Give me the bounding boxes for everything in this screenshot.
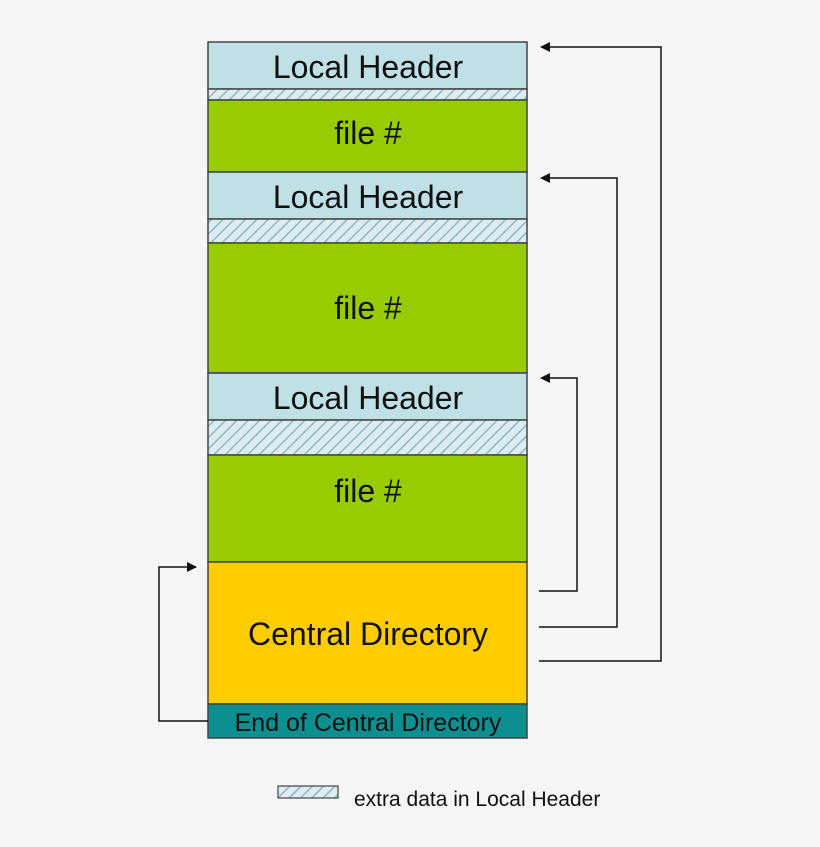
block-file-1: file # <box>207 99 528 173</box>
local-header-label-1: Local Header <box>273 49 464 85</box>
block-local-header-2: Local Header <box>207 171 528 220</box>
end-of-central-directory-label: End of Central Directory <box>235 709 502 737</box>
arrow-cd-to-local-header-2 <box>539 173 618 628</box>
local-header-label-3: Local Header <box>273 380 464 416</box>
file-label-1: file # <box>334 115 402 151</box>
block-central-directory: Central Directory <box>207 561 528 705</box>
local-header-label-2: Local Header <box>273 179 464 215</box>
legend-label: extra data in Local Header <box>354 788 600 811</box>
block-file-3: file # <box>207 454 528 563</box>
block-extra-data-3 <box>207 419 528 456</box>
block-local-header-1: Local Header <box>207 41 528 90</box>
file-label-2: file # <box>334 290 402 326</box>
central-directory-label: Central Directory <box>248 616 488 652</box>
legend-hatch-swatch <box>277 785 339 799</box>
arrow-eocd-to-central-directory <box>158 562 208 722</box>
file-label-3: file # <box>334 473 402 509</box>
block-local-header-3: Local Header <box>207 372 528 421</box>
arrow-cd-to-local-header-1 <box>539 42 662 662</box>
block-extra-data-2 <box>207 218 528 244</box>
legend: extra data in Local Header <box>277 785 600 811</box>
arrow-cd-to-local-header-3 <box>539 373 578 592</box>
block-extra-data-1 <box>207 88 528 101</box>
block-end-of-central-directory: End of Central Directory <box>207 703 528 739</box>
block-file-2: file # <box>207 242 528 374</box>
